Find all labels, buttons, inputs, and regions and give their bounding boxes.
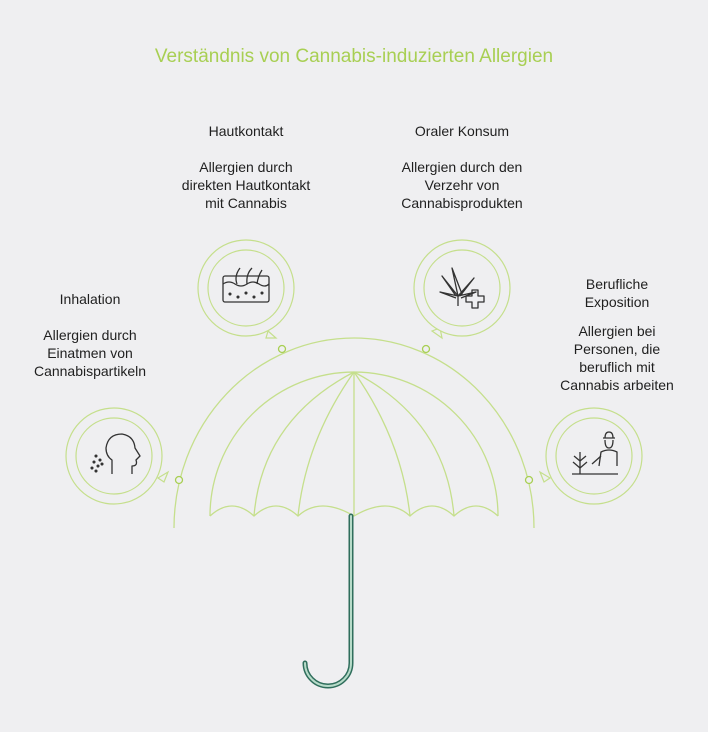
- cannabis-leaf-medical-cross-icon: [439, 267, 485, 309]
- bubble-inhalation: [65, 407, 170, 505]
- label-inhalation: Inhalation: [59, 291, 121, 307]
- outer-arc: [173, 337, 535, 529]
- farmer-planting-icon: [572, 431, 618, 475]
- description-berufliche-exposition: Allergien bei Personen, die beruflich mi…: [560, 323, 674, 393]
- description-oraler-konsum: Allergien durch den Verzehr von Cannabis…: [401, 159, 523, 211]
- description-hautkontakt: Allergien durch direkten Hautkontakt mit…: [181, 159, 311, 211]
- description-inhalation: Allergien durch Einatmen von Cannabispar…: [33, 327, 147, 379]
- bubble-berufliche-exposition: [538, 407, 643, 505]
- label-berufliche-exposition: Berufliche Exposition: [584, 276, 650, 310]
- bubble-hautkontakt: [197, 239, 295, 339]
- connector-dot-hautkontakt: [277, 344, 287, 354]
- umbrella-canopy: [209, 371, 499, 517]
- connector-dot-berufliche-exposition: [524, 475, 534, 485]
- skin-layers-icon: [222, 267, 270, 303]
- head-breathing-particles-icon: [90, 433, 141, 474]
- label-hautkontakt: Hautkontakt: [208, 123, 284, 139]
- umbrella-handle: [302, 513, 354, 689]
- diagram-title: Verständnis von Cannabis-induzierten All…: [154, 46, 554, 67]
- connector-dot-inhalation: [174, 475, 184, 485]
- connector-dot-oraler-konsum: [421, 344, 431, 354]
- bubble-oraler-konsum: [413, 239, 511, 340]
- label-oraler-konsum: Oraler Konsum: [414, 123, 510, 139]
